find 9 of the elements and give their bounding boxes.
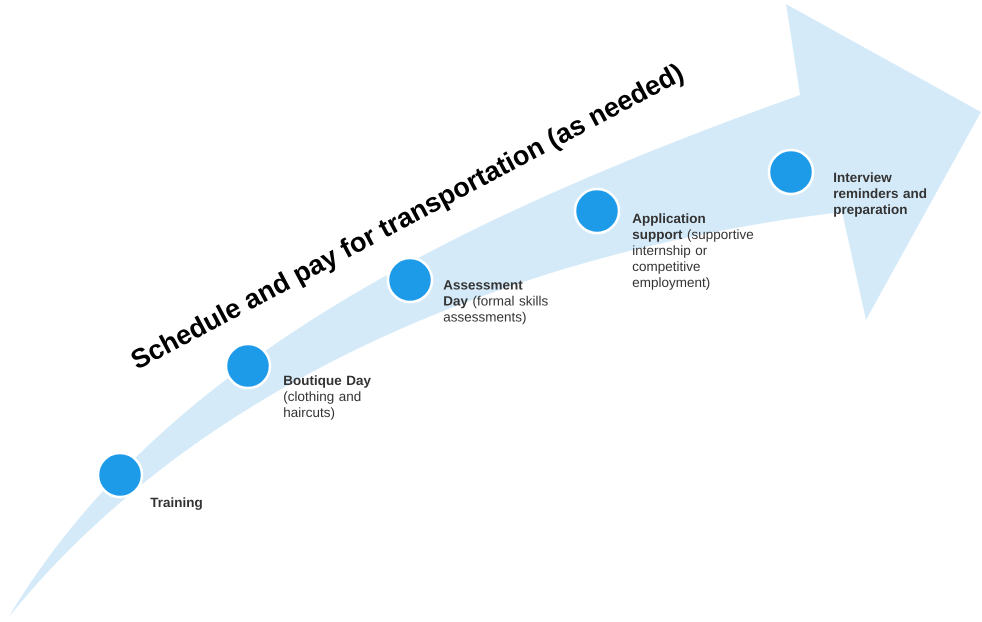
dot <box>386 256 434 304</box>
step-label: Training <box>150 497 202 510</box>
step-label: Boutique Day (clothing and haircuts) <box>284 375 371 420</box>
dot <box>768 148 814 196</box>
dot <box>96 452 144 498</box>
step-label: Assessment Day (formal skills assessments) <box>444 280 548 324</box>
step-label: Application support (supportive internship or competitive employment) <box>632 213 754 290</box>
step-label: Interview reminders and preparation <box>834 172 926 217</box>
dot <box>574 188 620 234</box>
